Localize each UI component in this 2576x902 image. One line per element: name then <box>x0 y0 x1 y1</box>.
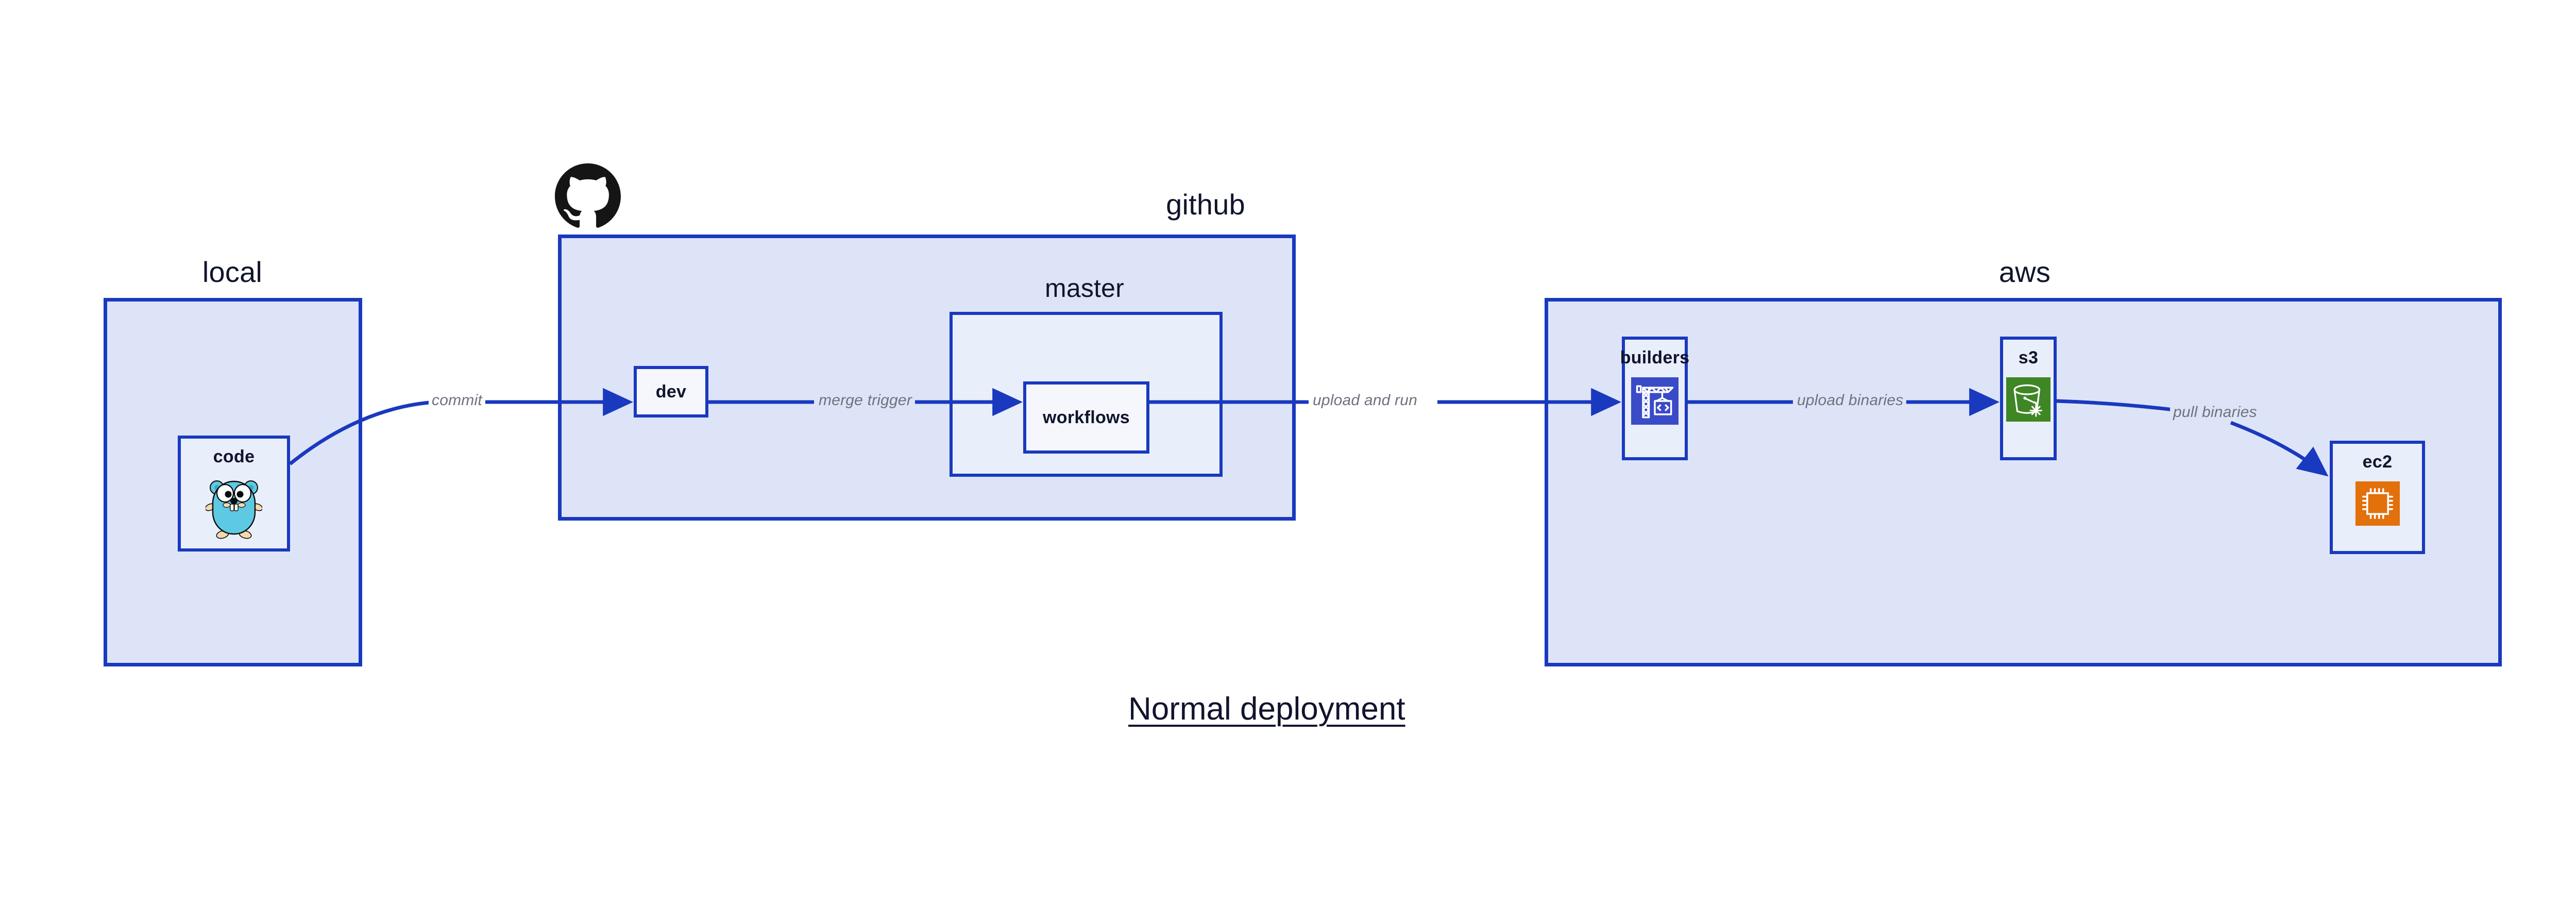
node-label-workflows: workflows <box>1043 407 1130 427</box>
node-label-s3: s3 <box>2018 348 2039 368</box>
go-gopher-icon <box>206 476 262 539</box>
page-title: Normal deployment <box>1128 691 1405 727</box>
node-label-dev: dev <box>655 381 687 402</box>
github-octocat-logo <box>555 163 621 232</box>
aws-ec2-chip-icon <box>2355 481 2400 526</box>
node-ec2[interactable]: ec2 <box>2330 441 2425 554</box>
node-s3[interactable]: s3 <box>2000 337 2057 460</box>
node-dev[interactable]: dev <box>634 366 708 417</box>
edge-label-upload-binaries: upload binaries <box>1794 392 1907 409</box>
edge-label-pull-binaries: pull binaries <box>2170 404 2260 421</box>
node-code[interactable]: code <box>178 436 290 552</box>
group-label-aws: aws <box>1998 256 2051 288</box>
node-label-code: code <box>213 447 255 466</box>
edge-label-upload-and-run: upload and run <box>1310 392 1420 409</box>
group-label-local: local <box>202 256 263 288</box>
edge-label-merge-trigger: merge trigger <box>816 392 916 409</box>
group-label-master: master <box>1044 274 1124 303</box>
aws-codebuild-crane-icon <box>1631 377 1679 425</box>
aws-s3-glacier-bucket-icon <box>2006 377 2050 422</box>
node-builders[interactable]: builders <box>1620 337 1690 460</box>
node-label-builders: builders <box>1620 348 1690 368</box>
edge-label-commit: commit <box>429 392 485 409</box>
group-label-github: github <box>1166 188 1245 221</box>
node-workflows[interactable]: workflows <box>1023 381 1149 454</box>
node-label-ec2: ec2 <box>2362 452 2393 472</box>
